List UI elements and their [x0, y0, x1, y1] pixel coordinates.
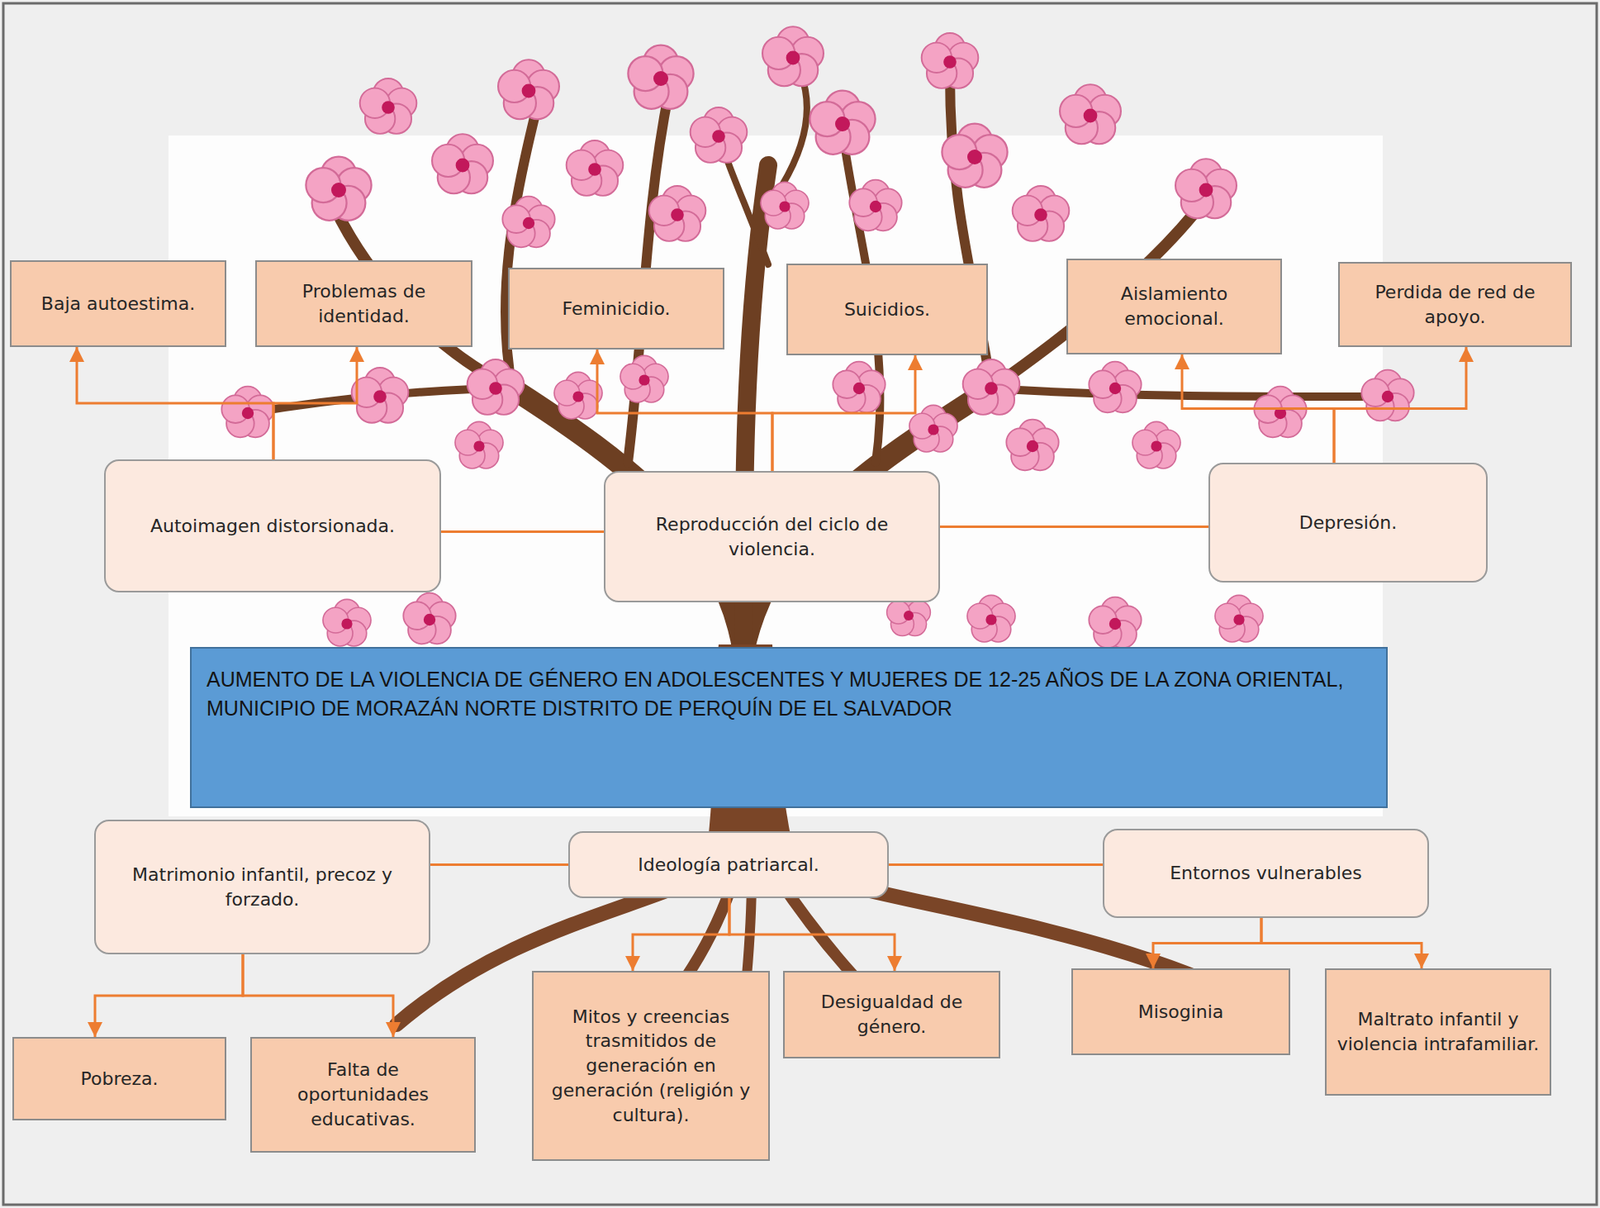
- flower: [849, 180, 902, 232]
- flower: [627, 45, 694, 110]
- connector: [632, 897, 730, 971]
- connector: [888, 863, 1103, 866]
- rounded-box: Autoimagen distorsionada.: [104, 459, 442, 593]
- flower: [432, 133, 494, 194]
- flower: [554, 371, 603, 419]
- box-text: Suicidios.: [844, 297, 931, 323]
- box-text: Aislamiento emocional.: [1077, 281, 1271, 331]
- effect-cause-box: Feminicidio.: [508, 267, 725, 350]
- box-text: Feminicidio.: [562, 296, 671, 322]
- connector: [772, 355, 916, 471]
- flower: [467, 359, 525, 415]
- connector: [729, 897, 895, 971]
- flower: [760, 181, 809, 229]
- effect-cause-box: Desigualdad de género.: [783, 970, 1001, 1059]
- flower: [1253, 386, 1306, 438]
- branch: [991, 388, 1388, 397]
- flower: [305, 156, 371, 221]
- connector: [273, 346, 357, 460]
- flower: [351, 367, 409, 423]
- box-text: Mitos y creencias trasmitidos de generac…: [543, 1004, 759, 1127]
- flower: [762, 26, 824, 86]
- flower: [1132, 421, 1181, 469]
- box-text: Falta de oportunidades educativas.: [261, 1057, 465, 1131]
- flower: [963, 359, 1021, 415]
- effect-cause-box: Perdida de red de apoyo.: [1338, 261, 1572, 347]
- connector: [441, 530, 604, 533]
- flower: [498, 59, 560, 119]
- connector: [242, 954, 394, 1037]
- box-text: Baja autoestima.: [41, 291, 195, 317]
- box-text: Problemas de identidad.: [266, 279, 461, 328]
- connector: [1334, 346, 1467, 463]
- connector: [1261, 917, 1422, 969]
- flower: [809, 90, 875, 155]
- effect-cause-box: Misoginia: [1071, 968, 1291, 1055]
- flower: [360, 78, 418, 134]
- effect-cause-box: Maltrato infantil y violencia intrafamil…: [1324, 968, 1552, 1096]
- flower: [322, 598, 371, 646]
- connector: [1153, 917, 1262, 969]
- flower: [1006, 419, 1059, 471]
- flower: [502, 196, 555, 248]
- box-text: Ideología patriarcal.: [637, 852, 820, 878]
- box-text: Entornos vulnerables: [1169, 860, 1363, 886]
- box-text: Pobreza.: [80, 1066, 158, 1092]
- flower: [1088, 361, 1141, 414]
- rounded-box: Depresión.: [1208, 462, 1488, 583]
- box-text: Matrimonio infantil, precoz y forzado.: [105, 862, 419, 912]
- effect-cause-box: Baja autoestima.: [9, 260, 227, 347]
- flower: [1088, 597, 1141, 649]
- flower: [909, 404, 958, 452]
- flower: [967, 594, 1016, 642]
- flower: [649, 185, 707, 242]
- box-text: AUMENTO DE LA VIOLENCIA DE GÉNERO EN ADO…: [206, 664, 1372, 723]
- connector: [1182, 354, 1335, 463]
- box-text: Autoimagen distorsionada.: [150, 513, 395, 539]
- effect-cause-box: Pobreza.: [12, 1036, 227, 1121]
- connector: [597, 349, 773, 471]
- flower: [690, 107, 748, 163]
- flower: [1215, 594, 1263, 642]
- box-text: Reproducción del ciclo de violencia.: [615, 512, 929, 561]
- box-text: Perdida de red de apoyo.: [1349, 280, 1561, 329]
- flower: [941, 123, 1007, 188]
- flower: [921, 33, 979, 89]
- box-text: Desigualdad de género.: [794, 989, 989, 1039]
- flower: [566, 140, 624, 196]
- rounded-box: Ideología patriarcal.: [568, 830, 889, 898]
- flower: [1059, 84, 1121, 144]
- flower: [1012, 185, 1070, 242]
- effect-cause-box: Aislamiento emocional.: [1066, 258, 1282, 355]
- rounded-box: Entornos vulnerables: [1102, 828, 1430, 918]
- flower: [221, 386, 274, 438]
- connector: [94, 954, 243, 1037]
- core-problem-box: AUMENTO DE LA VIOLENCIA DE GÉNERO EN ADO…: [189, 646, 1388, 808]
- connector: [940, 525, 1209, 528]
- flower: [1175, 158, 1237, 219]
- flower: [832, 361, 885, 414]
- box-text: Depresión.: [1299, 510, 1398, 536]
- flower: [1361, 370, 1414, 422]
- effect-cause-box: Problemas de identidad.: [255, 260, 473, 347]
- effect-cause-box: Suicidios.: [786, 263, 988, 356]
- flower: [620, 355, 669, 403]
- connector: [430, 863, 569, 866]
- effect-cause-box: Mitos y creencias trasmitidos de generac…: [531, 970, 770, 1161]
- box-text: Misoginia: [1138, 999, 1225, 1025]
- page-frame: [3, 3, 1597, 1205]
- rounded-box: Matrimonio infantil, precoz y forzado.: [94, 819, 431, 955]
- rounded-box: Reproducción del ciclo de violencia.: [603, 470, 941, 603]
- flower: [403, 593, 456, 645]
- effect-cause-box: Falta de oportunidades educativas.: [250, 1036, 476, 1153]
- connector: [76, 346, 274, 460]
- box-text: Maltrato infantil y violencia intrafamil…: [1336, 1006, 1540, 1056]
- flower: [455, 421, 504, 469]
